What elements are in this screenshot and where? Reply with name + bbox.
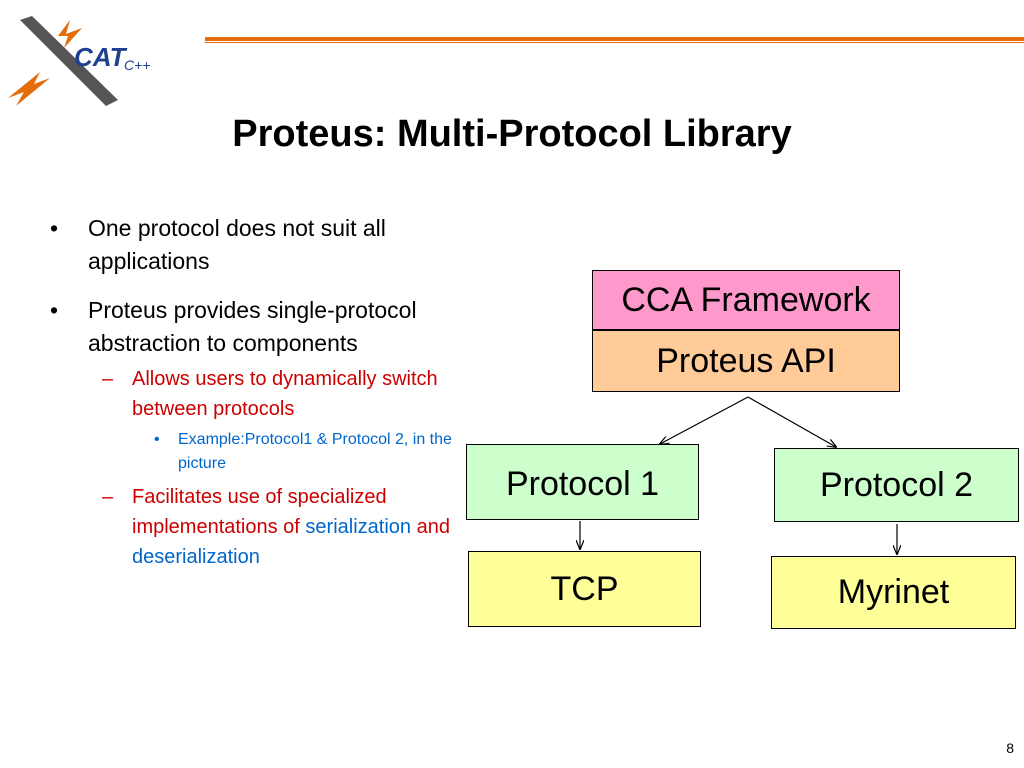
bullet-item: • One protocol does not suit all applica… [42, 212, 462, 278]
sub-bullet-text-part1: Facilitates use of specialized implement… [132, 486, 387, 538]
cca-framework-label: CCA Framework [621, 280, 871, 319]
sub-bullet-item: – Facilitates use of specialized impleme… [42, 482, 462, 572]
logo-subtext: C++ [124, 57, 150, 73]
logo-orange-streak-lower [8, 72, 50, 106]
serialization-highlight: serialization [305, 516, 412, 538]
sub-bullet-text: Facilitates use of specialized implement… [132, 486, 450, 568]
myrinet-label: Myrinet [837, 573, 950, 611]
sub-sub-bullet-text: Example:Protocol1 & Protocol 2, in the p… [178, 431, 452, 472]
bullet-item: • Proteus provides single-protocol abstr… [42, 294, 462, 360]
bullet-text: One protocol does not suit all applicati… [88, 215, 386, 274]
arrow-api-to-protocol1 [660, 396, 749, 444]
bullet-dash-icon: – [102, 486, 114, 508]
arrow-api-to-protocol2 [747, 396, 836, 447]
bullet-list: • One protocol does not suit all applica… [42, 212, 462, 576]
header-rule-thin [205, 42, 1024, 43]
header-rule [205, 37, 1024, 45]
protocol1-box: Protocol 1 [466, 444, 699, 520]
protocol2-box: Protocol 2 [774, 448, 1019, 522]
myrinet-box: Myrinet [771, 556, 1016, 629]
sub-bullet-text-part2: and [411, 516, 450, 538]
bullet-dot-icon: • [50, 215, 59, 241]
logo-orange-streak-upper [58, 20, 82, 48]
bullet-text: Proteus provides single-protocol abstrac… [88, 297, 417, 356]
proteus-api-label: Proteus API [656, 341, 836, 380]
slide-title: Proteus: Multi-Protocol Library [232, 113, 792, 155]
sub-sub-bullet-item: • Example:Protocol1 & Protocol 2, in the… [42, 428, 462, 476]
header-rule-thick [205, 37, 1024, 41]
protocol1-label: Protocol 1 [505, 465, 660, 503]
bullet-dash-icon: – [102, 368, 114, 390]
page-number: 8 [1006, 740, 1014, 756]
logo-dark-bar [20, 16, 118, 106]
cca-framework-box: CCA Framework [592, 270, 900, 330]
tcp-label: TCP [550, 570, 619, 608]
sub-bullet-text: Allows users to dynamically switch betwe… [132, 368, 438, 420]
bullet-dot-icon: • [50, 297, 59, 323]
protocol2-label: Protocol 2 [819, 465, 974, 504]
cat-cpp-logo: CAT C++ [8, 16, 150, 106]
tcp-box: TCP [468, 551, 701, 627]
proteus-api-box: Proteus API [592, 330, 900, 392]
deserialization-highlight: deserialization [132, 546, 260, 568]
bullet-dot-icon: • [154, 431, 160, 448]
sub-bullet-item: – Allows users to dynamically switch bet… [42, 364, 462, 424]
logo-text: CAT [74, 42, 128, 72]
